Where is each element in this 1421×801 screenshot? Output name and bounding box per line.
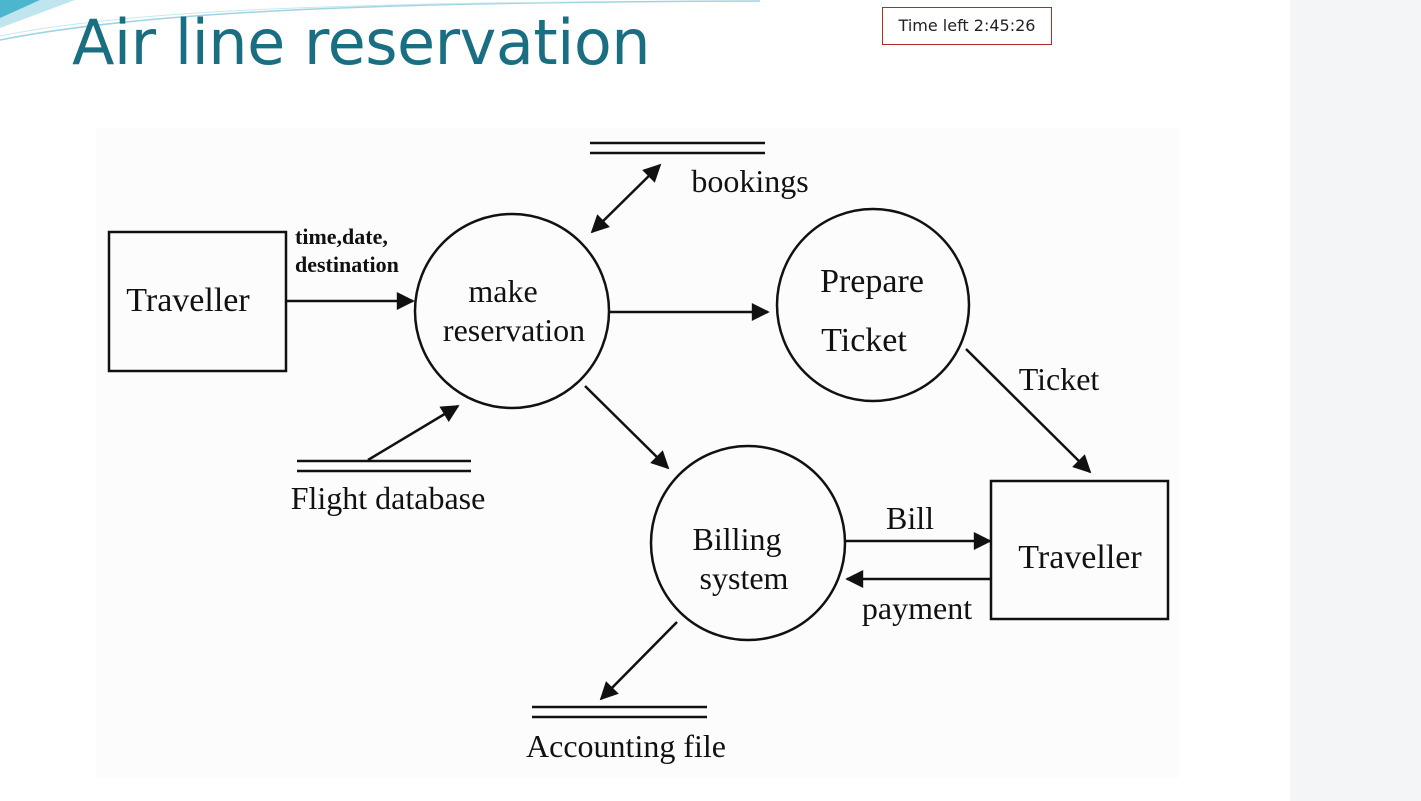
flow-reservation-bookings	[590, 163, 662, 234]
entity-traveller-left	[107, 230, 288, 373]
flow-reservation-to-billing	[584, 385, 670, 470]
flow-flight-database-to-reservation	[367, 404, 460, 462]
process-prepare-ticket-label-line2: Ticket	[821, 322, 907, 359]
flow-bill-label: Bill	[886, 500, 934, 536]
page-title: Air line reservation	[72, 6, 651, 79]
process-make-reservation-label-line1: make	[468, 273, 537, 309]
entity-traveller-right	[989, 479, 1170, 621]
flow-travel-info-label-line2: destination	[295, 252, 399, 277]
flow-billing-to-accounting	[599, 621, 678, 701]
process-prepare-ticket-label-line1: Prepare	[820, 263, 924, 300]
flow-payment-label: payment	[862, 590, 972, 626]
slide: Air line reservation Time left 2:45:26 T…	[0, 0, 1179, 778]
timer-badge: Time left 2:45:26	[882, 7, 1052, 45]
entity-traveller-right-label: Traveller	[1018, 539, 1142, 576]
store-bookings-label: bookings	[691, 163, 808, 199]
process-prepare-ticket	[775, 207, 971, 403]
process-billing-system-label-line2: system	[700, 560, 789, 596]
process-make-reservation	[413, 212, 611, 410]
flow-travel-info-label-line1: time,date,	[295, 224, 388, 249]
flow-ticket	[965, 348, 1092, 474]
process-make-reservation-label-line2: reservation	[443, 312, 585, 348]
process-billing-system-label-line1: Billing	[693, 521, 782, 557]
side-panel	[1290, 0, 1421, 801]
process-billing-system	[649, 444, 847, 642]
entity-traveller-left-label: Traveller	[126, 282, 250, 319]
store-flight-database-label: Flight database	[291, 480, 486, 516]
store-accounting-file-label: Accounting file	[526, 728, 726, 764]
corner-decoration	[0, 0, 760, 41]
data-flow-diagram: Traveller make reservation Prepare Ticke…	[96, 128, 1179, 778]
flow-ticket-label: Ticket	[1019, 361, 1100, 397]
